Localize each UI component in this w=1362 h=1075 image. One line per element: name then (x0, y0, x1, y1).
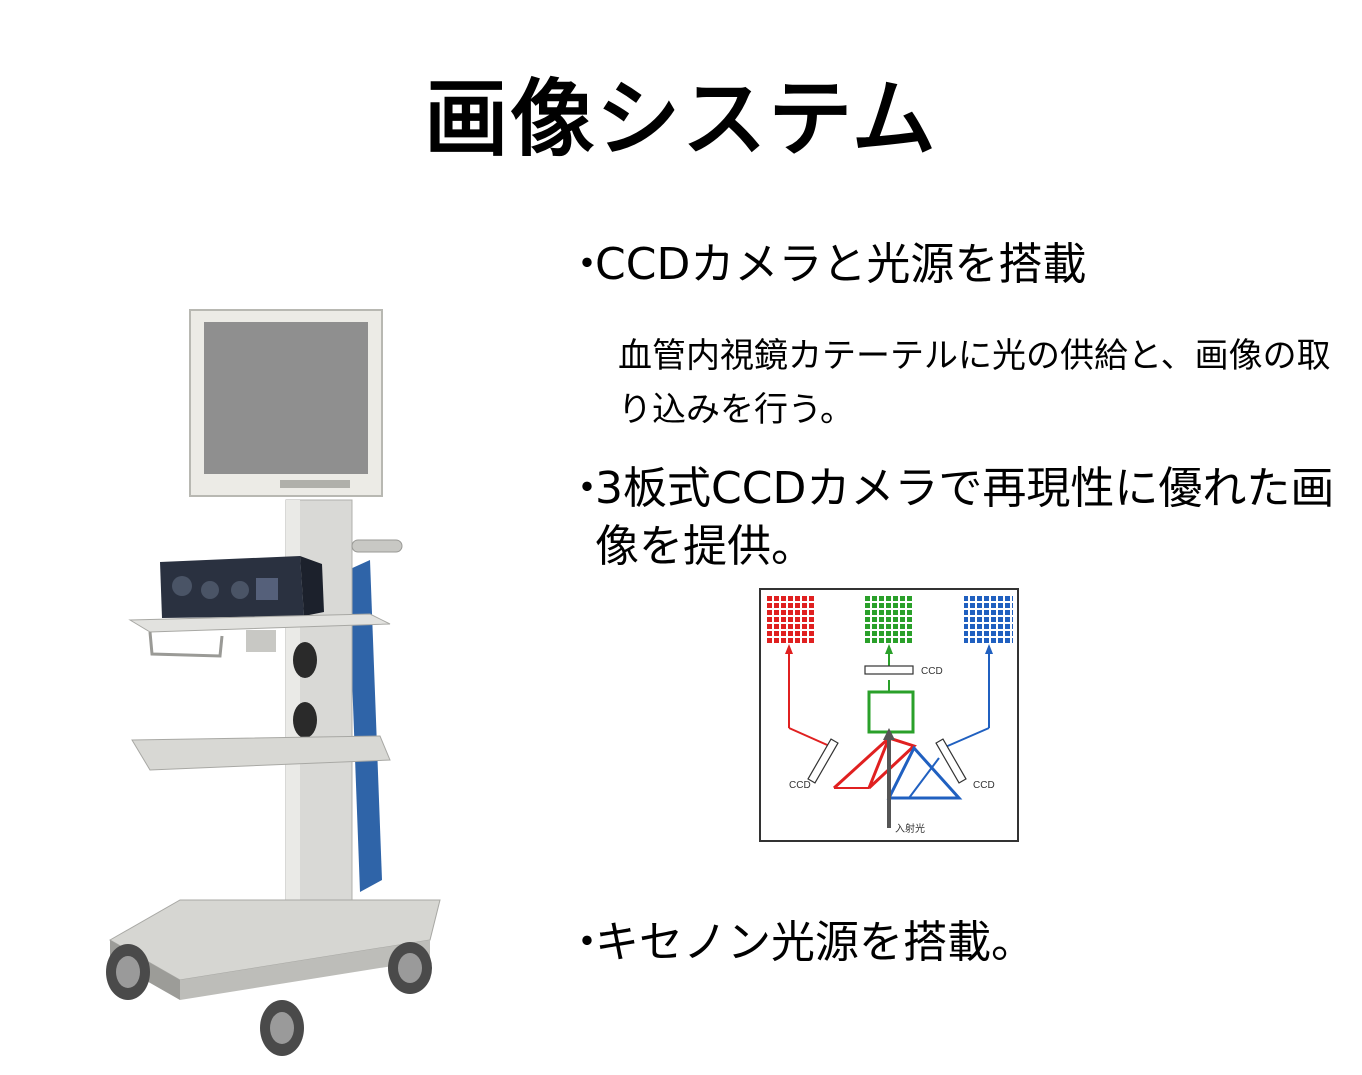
bullet-mark: ・ (565, 917, 609, 968)
bullet-xenon-light: ・ キセノン光源を搭載。 (565, 914, 1325, 972)
bullet-text: キセノン光源を搭載。 (595, 917, 1035, 968)
slide-title: 画像システム (424, 70, 938, 168)
device-cart-photo (106, 309, 441, 1056)
ccd-label-top: CCD (921, 666, 943, 677)
green-sensor-grid (865, 594, 914, 643)
bullet-mark: ・ (565, 463, 609, 514)
sub-text-light-supply: 血管内視鏡カテーテルに光の供給と、画像の取り込みを行う。 (618, 336, 1331, 430)
bullet-text: CCDカメラと光源を搭載 (595, 239, 1087, 290)
bullet-mark: ・ (565, 239, 609, 290)
three-ccd-prism-diagram: CCD CCD CCD 入射光 (759, 588, 1019, 842)
bullet-ccd-camera-light: ・ CCDカメラと光源を搭載 (565, 236, 1325, 294)
bullet-3ccd-camera: ・ 3板式CCDカメラで再現性に優れた画像を提供。 (565, 460, 1345, 576)
bullet-text: 3板式CCDカメラで再現性に優れた画像を提供。 (595, 463, 1335, 572)
red-sensor-grid (765, 594, 814, 643)
ccd-label-right: CCD (973, 780, 995, 791)
ccd-label-left: CCD (789, 780, 811, 791)
incident-light-label: 入射光 (895, 822, 925, 835)
blue-sensor-grid (964, 594, 1013, 643)
